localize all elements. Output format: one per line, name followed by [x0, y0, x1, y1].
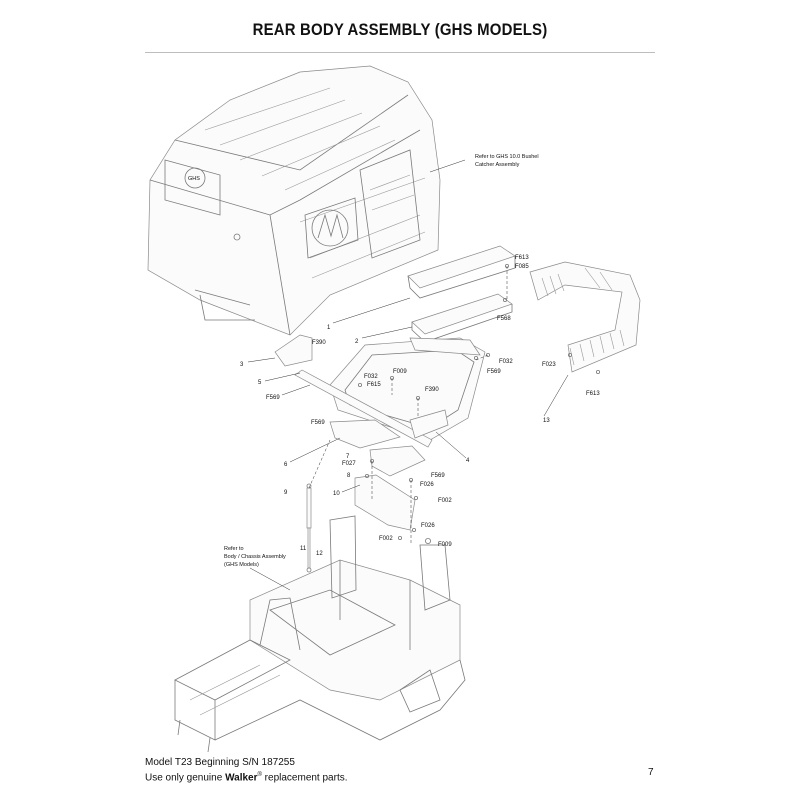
callout-f023: F023: [542, 362, 556, 368]
leader-lines: [247, 159, 569, 591]
callout-7: 7: [346, 454, 350, 460]
body-chassis-ref-line2: Body / Chassis Assembly: [224, 554, 286, 560]
callout-3: 3: [240, 362, 244, 368]
callout-f615: F615: [367, 382, 381, 388]
callout-9: 9: [284, 490, 288, 496]
lower-plates: [329, 419, 426, 531]
callout-f009-lower: F009: [438, 542, 452, 548]
page-number: 7: [648, 767, 654, 778]
callout-f002-lower: F002: [379, 536, 393, 542]
footer-prefix: Use only genuine: [145, 772, 226, 784]
top-cover-plates: [407, 245, 516, 343]
callout-f390: F390: [312, 340, 326, 346]
callout-4: 4: [466, 458, 470, 464]
callout-11: 11: [300, 546, 307, 552]
main-frame: [294, 337, 486, 448]
callout-2: 2: [355, 339, 359, 345]
callout-f009: F009: [393, 369, 407, 375]
body-chassis-ref-line1: Refer to: [224, 546, 244, 552]
grass-catcher-hopper: [147, 65, 441, 336]
callout-f569: F569: [487, 369, 501, 375]
footer-parts-line: Use only genuine Walker® replacement par…: [145, 769, 348, 784]
bracket-3: [274, 334, 313, 367]
callout-f613: F613: [515, 255, 529, 261]
callout-f390-frame: F390: [425, 387, 439, 393]
callout-f027: F027: [342, 461, 356, 467]
callout-10: 10: [333, 491, 340, 497]
footer-brand: Walker: [225, 772, 258, 784]
callout-12: 12: [316, 551, 323, 557]
callout-f002: F002: [438, 498, 452, 504]
footer-model-line: Model T23 Beginning S/N 187255: [145, 757, 295, 768]
callout-f026-lower: F026: [421, 523, 435, 529]
callout-5: 5: [258, 380, 262, 386]
callout-f569-plate: F569: [311, 420, 325, 426]
callout-f026: F026: [420, 482, 434, 488]
hopper-logo: GHS: [188, 176, 200, 182]
chassis-frame: [174, 515, 466, 753]
callout-f569-frame: F569: [266, 395, 280, 401]
callout-f032: F032: [499, 359, 513, 365]
callout-f569-flap: F569: [431, 473, 445, 479]
footer-registered-mark: ®: [257, 772, 262, 778]
callout-f568: F568: [497, 316, 511, 322]
ghs-catcher-ref-line2: Catcher Assembly: [475, 162, 520, 168]
footer-suffix: replacement parts.: [261, 772, 348, 784]
page-title: REAR BODY ASSEMBLY (GHS MODELS): [252, 20, 548, 39]
callout-6: 6: [284, 462, 288, 468]
callout-1: 1: [327, 325, 331, 331]
callout-f085: F085: [515, 264, 529, 270]
body-chassis-ref-line3: (GHS Models): [224, 562, 259, 568]
callout-8: 8: [347, 473, 351, 479]
callout-f032-frame: F032: [364, 374, 378, 380]
hardware-fasteners: [357, 263, 601, 545]
perforated-panel: [529, 261, 641, 373]
ghs-catcher-ref-line1: Refer to GHS 10.0 Bushel: [475, 154, 539, 160]
callout-13: 13: [543, 418, 550, 424]
title-divider: [145, 52, 655, 53]
footer: Model T23 Beginning S/N 187255 Use only …: [145, 757, 348, 784]
gas-strut: [306, 483, 312, 573]
callout-f613-panel: F613: [586, 391, 600, 397]
